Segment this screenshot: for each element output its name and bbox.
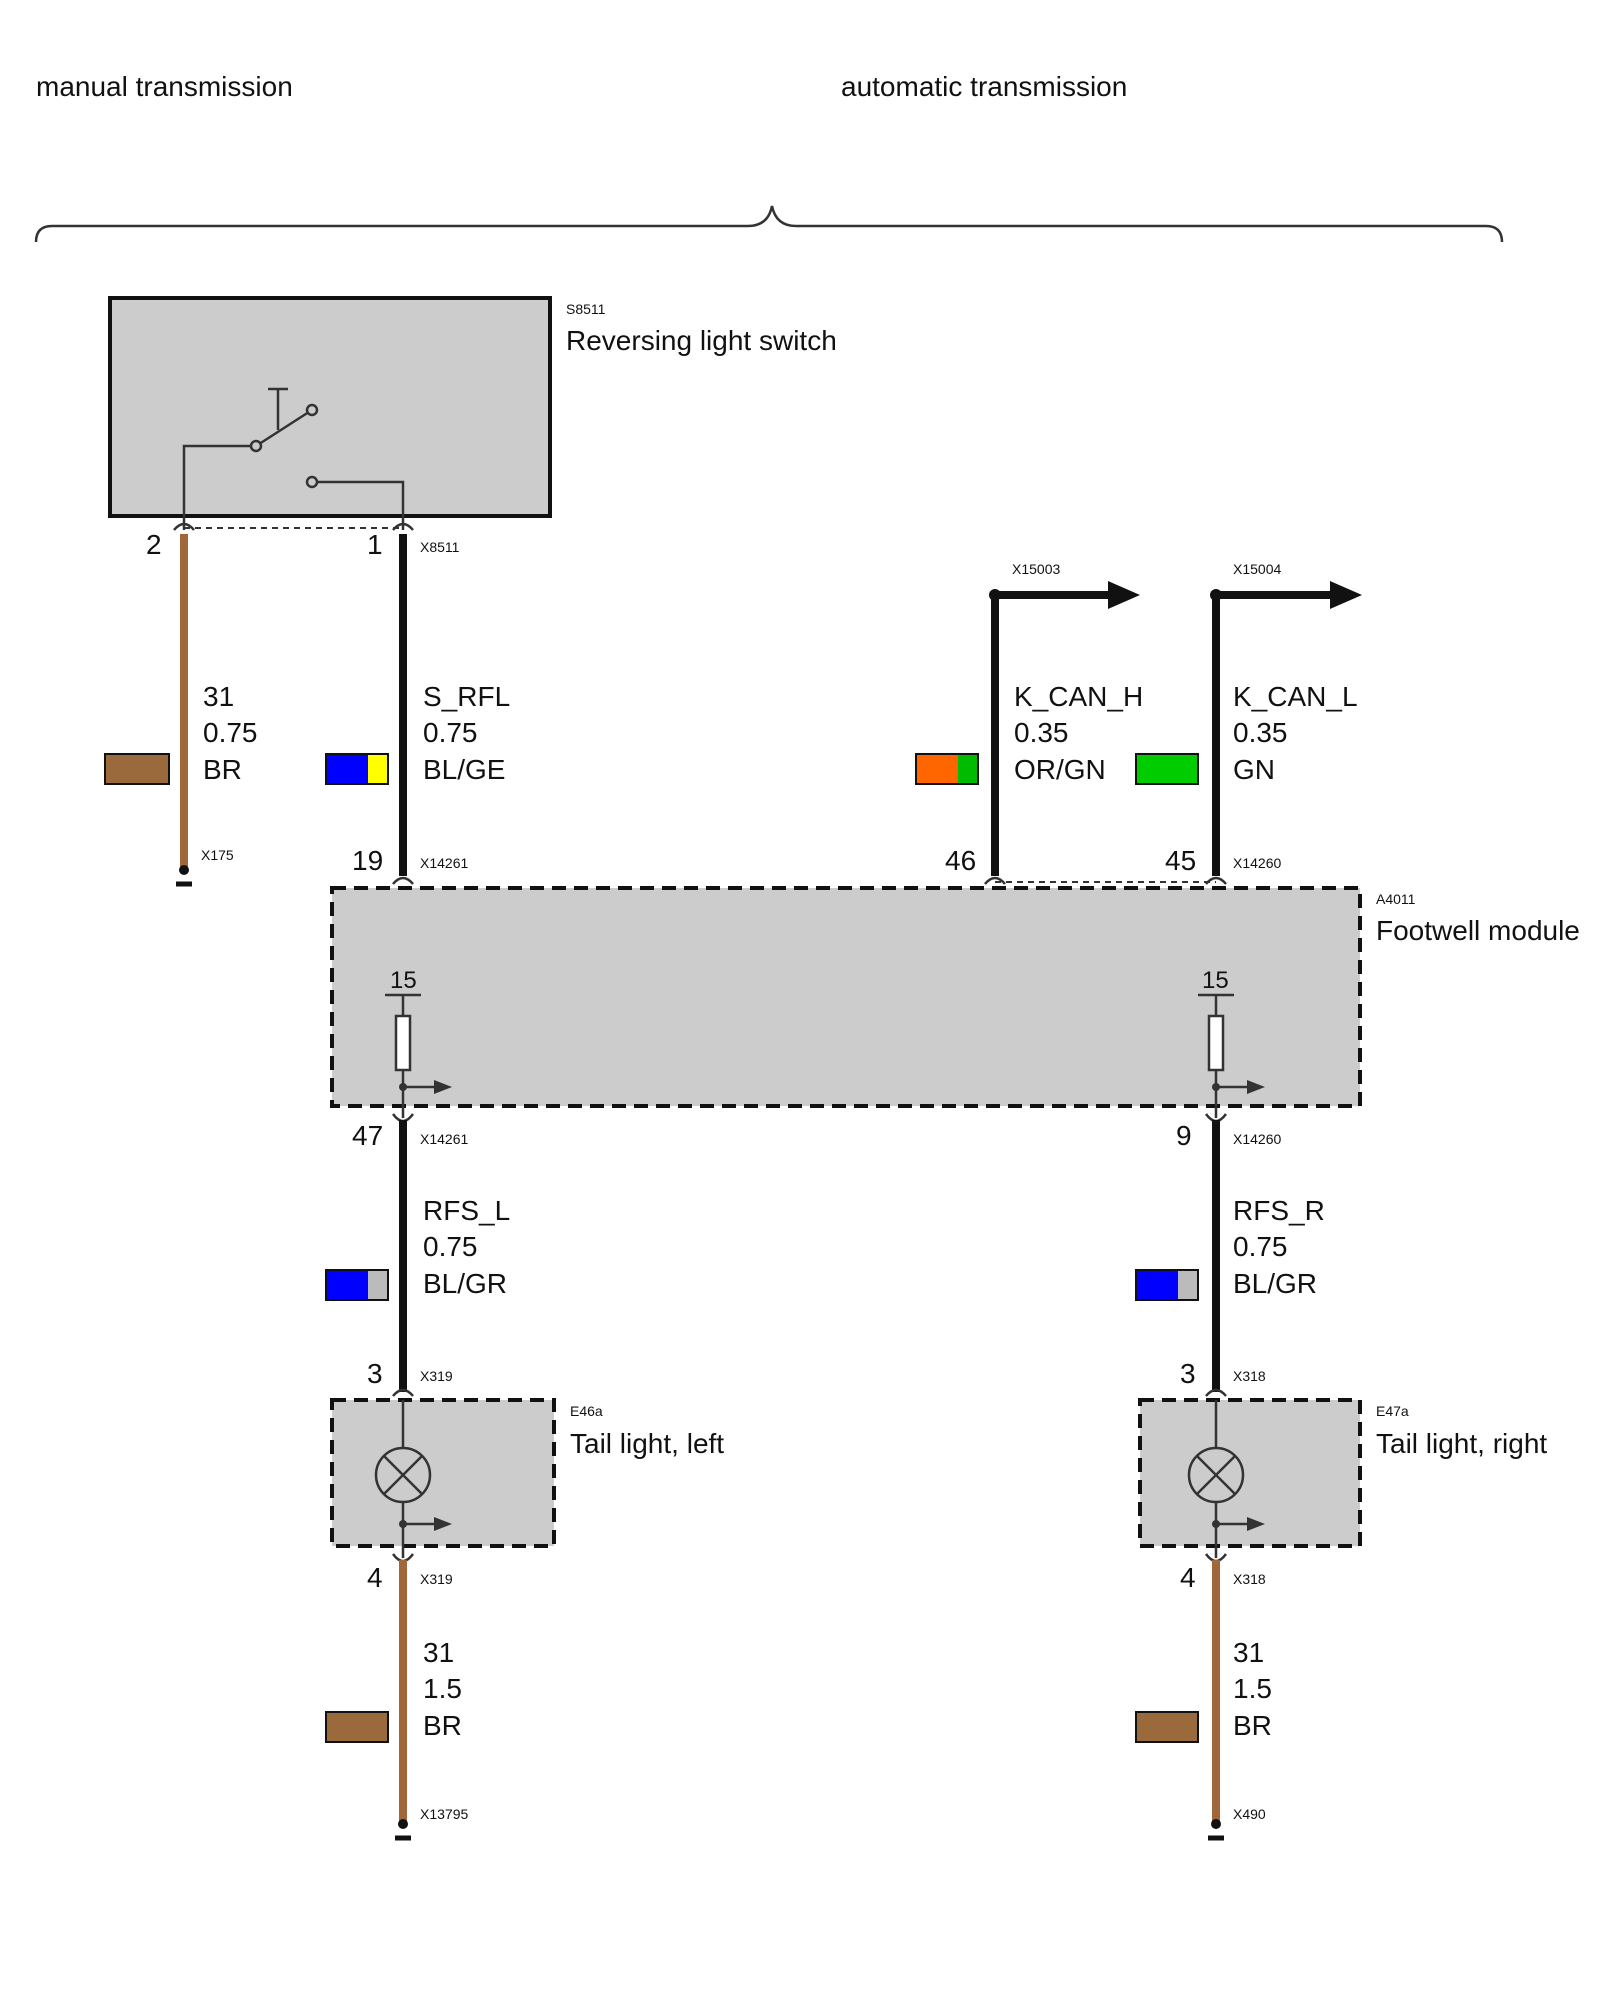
tail-left-pin-3: 3 bbox=[367, 1358, 383, 1389]
connector-x14260-bottom: X14260 bbox=[1233, 1131, 1281, 1147]
connector-x319-bottom: X319 bbox=[420, 1571, 453, 1587]
wire-color-swatch-k-can-h bbox=[915, 753, 979, 785]
connector-x318-top: X318 bbox=[1233, 1368, 1266, 1384]
footwell-pin-45: 45 bbox=[1165, 845, 1196, 876]
wire-color-swatch-rfs-r bbox=[1135, 1269, 1199, 1301]
wire-rfs-l-color: BL/GR bbox=[423, 1268, 507, 1299]
connector-x319-top: X319 bbox=[420, 1368, 453, 1384]
tail-right-code: E47a bbox=[1376, 1403, 1409, 1419]
wire-ground-left-color: BR bbox=[423, 1710, 462, 1741]
tail-right-pin-4: 4 bbox=[1180, 1562, 1196, 1593]
pin-socket-19 bbox=[392, 876, 414, 885]
wire-rfs-l-signal: RFS_L bbox=[423, 1195, 510, 1226]
wire-rfs-r-signal: RFS_R bbox=[1233, 1195, 1325, 1226]
footwell-output-left: 15 bbox=[385, 967, 452, 1118]
reversing-light-switch-box bbox=[108, 296, 552, 518]
switch-name: Reversing light switch bbox=[566, 325, 837, 356]
tail-left-pin-4: 4 bbox=[367, 1562, 383, 1593]
wire-k-can-h-size: 0.35 bbox=[1014, 717, 1069, 748]
connector-x15003: X15003 bbox=[1012, 561, 1060, 577]
connector-x8511: X8511 bbox=[420, 539, 460, 555]
pin-socket-46 bbox=[984, 876, 1006, 885]
wire-ground-right-size: 1.5 bbox=[1233, 1673, 1272, 1704]
connector-x14260-top: X14260 bbox=[1233, 855, 1281, 871]
wire-s-rfl-signal: S_RFL bbox=[423, 681, 510, 712]
switch-pin-2: 2 bbox=[146, 529, 162, 560]
wire-ground-switch-signal: 31 bbox=[203, 681, 234, 712]
footwell-terminal-15-right: 15 bbox=[1202, 967, 1229, 994]
wire-k-can-l-signal: K_CAN_L bbox=[1233, 681, 1358, 712]
pin-socket-tl-left-3 bbox=[392, 1388, 414, 1397]
wire-s-rfl-color: BL/GE bbox=[423, 754, 505, 785]
ground-point-x13795 bbox=[398, 1819, 408, 1829]
grouping-brace bbox=[34, 205, 1504, 243]
wire-color-swatch-ground-left bbox=[325, 1711, 389, 1743]
connector-x318-bottom: X318 bbox=[1233, 1571, 1266, 1587]
connector-x15004: X15004 bbox=[1233, 561, 1281, 577]
footwell-terminal-15-left: 15 bbox=[390, 967, 417, 994]
wire-rfs-r-color: BL/GR bbox=[1233, 1268, 1317, 1299]
footwell-code: A4011 bbox=[1376, 891, 1416, 907]
pin-socket-tl-right-3 bbox=[1205, 1388, 1227, 1397]
tail-left-bulb-icon bbox=[374, 1400, 452, 1558]
ground-point-x490 bbox=[1211, 1819, 1221, 1829]
connector-x175: X175 bbox=[201, 847, 234, 863]
connector-x14261-top: X14261 bbox=[420, 855, 468, 871]
switch-symbol bbox=[182, 387, 405, 530]
wire-ground-right-signal: 31 bbox=[1233, 1637, 1264, 1668]
tail-left-code: E46a bbox=[570, 1403, 603, 1419]
tail-right-pin-3: 3 bbox=[1180, 1358, 1196, 1389]
wire-ground-right-color: BR bbox=[1233, 1710, 1272, 1741]
wire-rfs-r-size: 0.75 bbox=[1233, 1231, 1288, 1262]
footwell-pin-9: 9 bbox=[1176, 1120, 1192, 1151]
can-h-arrow-icon bbox=[1108, 581, 1140, 609]
can-l-arrow-icon bbox=[1330, 581, 1362, 609]
wire-color-swatch-ground-switch bbox=[104, 753, 170, 785]
wire-color-swatch-rfs-l bbox=[325, 1269, 389, 1301]
switch-pin-1: 1 bbox=[367, 529, 383, 560]
switch-code: S8511 bbox=[566, 301, 606, 317]
wire-color-swatch-ground-right bbox=[1135, 1711, 1199, 1743]
wire-s-rfl-size: 0.75 bbox=[423, 717, 478, 748]
automatic-transmission-label: automatic transmission bbox=[841, 71, 1127, 102]
wire-ground-left-size: 1.5 bbox=[423, 1673, 462, 1704]
connector-x13795: X13795 bbox=[420, 1806, 468, 1822]
footwell-pin-47: 47 bbox=[352, 1120, 383, 1151]
ground-point-x175 bbox=[179, 865, 189, 875]
manual-transmission-label: manual transmission bbox=[36, 71, 293, 102]
footwell-pin-19: 19 bbox=[352, 845, 383, 876]
wire-ground-switch-size: 0.75 bbox=[203, 717, 258, 748]
connector-x490: X490 bbox=[1233, 1806, 1266, 1822]
wire-ground-switch-color: BR bbox=[203, 754, 242, 785]
wire-k-can-l-size: 0.35 bbox=[1233, 717, 1288, 748]
wire-k-can-h-signal: K_CAN_H bbox=[1014, 681, 1143, 712]
wire-k-can-h-color: OR/GN bbox=[1014, 754, 1106, 785]
wire-rfs-l-size: 0.75 bbox=[423, 1231, 478, 1262]
connector-x14261-bottom: X14261 bbox=[420, 1131, 468, 1147]
wire-k-can-l-color: GN bbox=[1233, 754, 1275, 785]
pin-socket-1 bbox=[392, 522, 414, 531]
wire-color-swatch-k-can-l bbox=[1135, 753, 1199, 785]
footwell-output-right: 15 bbox=[1198, 967, 1265, 1118]
pin-socket-2 bbox=[173, 522, 195, 531]
footwell-name: Footwell module bbox=[1376, 915, 1580, 946]
tail-left-name: Tail light, left bbox=[570, 1428, 724, 1459]
tail-right-bulb-icon bbox=[1187, 1400, 1265, 1558]
wire-ground-left-signal: 31 bbox=[423, 1637, 454, 1668]
footwell-pin-46: 46 bbox=[945, 845, 976, 876]
tail-right-name: Tail light, right bbox=[1376, 1428, 1547, 1459]
footwell-module-box bbox=[330, 886, 1362, 1108]
wire-color-swatch-s-rfl bbox=[325, 753, 389, 785]
